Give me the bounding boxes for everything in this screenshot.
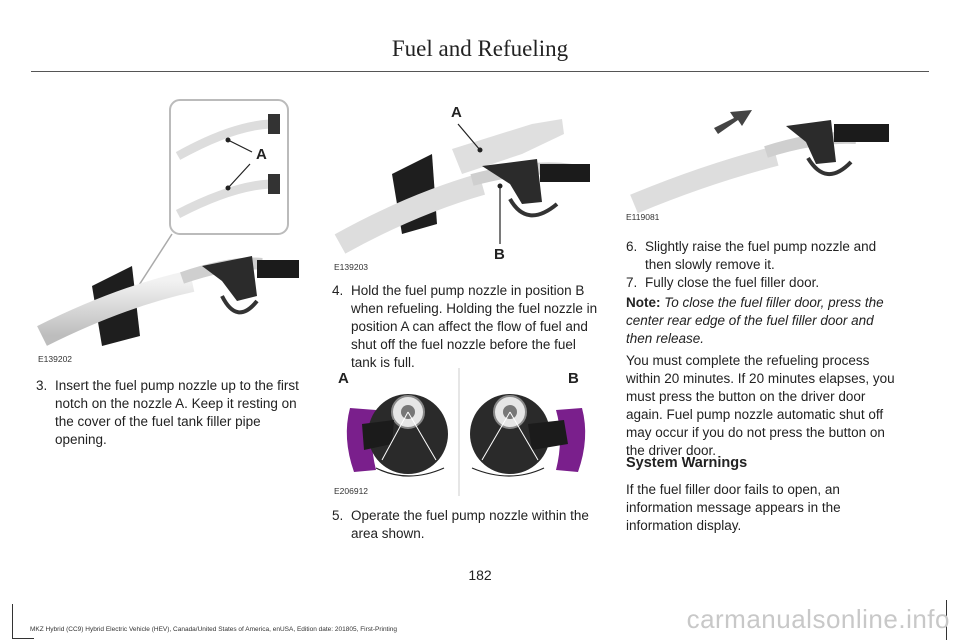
crop-mark (12, 638, 34, 639)
figure-nozzle-first-notch: E139202 A (32, 96, 300, 366)
step-7: 7. Fully close the fuel filler door. (626, 274, 898, 294)
footer-edition: MKZ Hybrid (CC9) Hybrid Electric Vehicle… (30, 626, 398, 633)
watermark: carmanualsonline.info (686, 604, 950, 634)
crop-mark (946, 600, 947, 640)
note: Note: To close the fuel filler door, pre… (626, 294, 898, 348)
figure-label-b: B (494, 246, 505, 263)
figure-label-b: B (568, 370, 579, 387)
step-number: 4. (332, 283, 344, 298)
figure-id: E206912 (334, 486, 369, 496)
crop-mark (12, 604, 13, 638)
header-divider (31, 71, 929, 72)
figure-label-a: A (338, 370, 349, 387)
figure-label-a: A (451, 104, 462, 121)
figure-nozzle-positions: A B E139203 (332, 104, 602, 272)
step-text: Hold the fuel pump nozzle in position B … (351, 283, 598, 370)
figure-id: E119081 (626, 212, 660, 222)
step-3: 3. Insert the fuel pump nozzle up to the… (36, 377, 308, 453)
step-number: 7. (626, 275, 638, 290)
figure-id: E139203 (334, 262, 369, 272)
section-heading: System Warnings (626, 455, 748, 471)
step-text: Operate the fuel pump nozzle within the … (351, 508, 589, 541)
step-text: Insert the fuel pump nozzle up to the fi… (55, 378, 299, 447)
step-number: 5. (332, 508, 344, 523)
step-6: 6. Slightly raise the fuel pump nozzle a… (626, 238, 898, 278)
step-4: 4. Hold the fuel pump nozzle in position… (332, 282, 604, 370)
step-text: Slightly raise the fuel pump nozzle and … (645, 239, 877, 272)
refuel-timeout-paragraph: You must complete the refueling process … (626, 353, 895, 458)
section-text: If the fuel filler door fails to open, a… (626, 482, 841, 533)
page-number: 182 (468, 567, 492, 583)
page-title: Fuel and Refueling (391, 36, 569, 61)
step-number: 6. (626, 239, 638, 254)
note-text: To close the fuel filler door, press the… (626, 295, 884, 346)
step-text: Fully close the fuel filler door. (645, 275, 820, 290)
figure-label-a: A (256, 146, 267, 163)
figure-id: E139202 (38, 354, 73, 364)
figure-operating-area: A B E206912 (332, 368, 602, 496)
note-label: Note: (626, 295, 661, 310)
figure-nozzle-removal: E119081 (626, 96, 894, 222)
step-5: 5. Operate the fuel pump nozzle within t… (332, 507, 604, 547)
step-number: 3. (36, 378, 48, 393)
